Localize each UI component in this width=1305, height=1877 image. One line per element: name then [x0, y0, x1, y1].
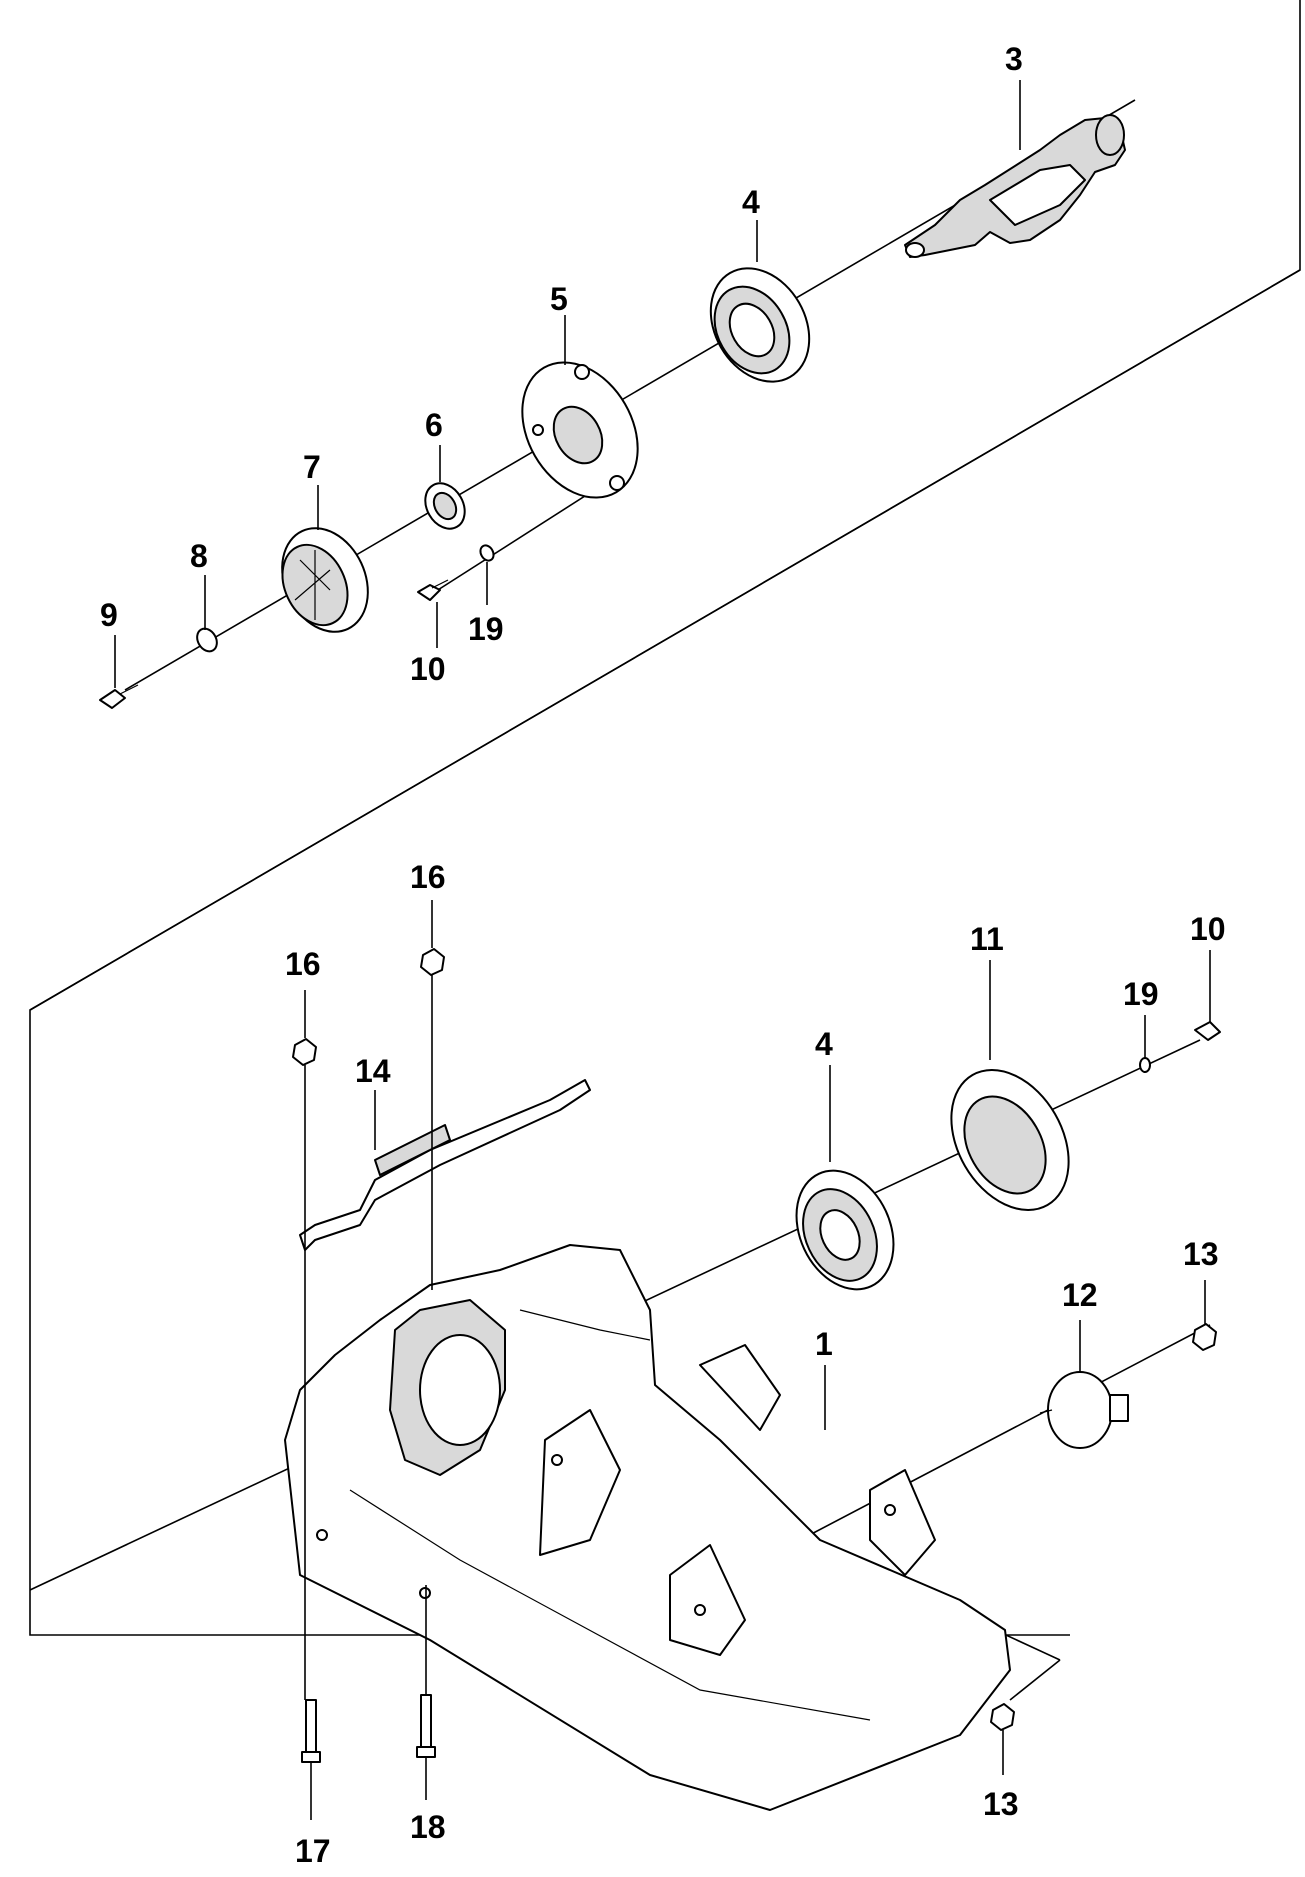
- assembly-frame-top: [29, 269, 1301, 1011]
- callout-11: 11: [970, 921, 1004, 957]
- bolt-18-part: [416, 1694, 436, 1758]
- callout-7: 7: [303, 449, 321, 485]
- mount-axis-line: [799, 1324, 1211, 1541]
- callout-14: 14: [355, 1053, 391, 1089]
- callout-8: 8: [190, 538, 208, 574]
- callout-16-right: 16: [410, 859, 446, 895]
- callout-1: 1: [815, 1326, 833, 1362]
- nut-16-left-part: [292, 1038, 317, 1066]
- seal-ring-part: [424, 482, 466, 530]
- callout-17: 17: [295, 1833, 331, 1869]
- bearing-cover-lower-part: [950, 1069, 1070, 1211]
- callout-4-upper: 4: [742, 184, 760, 220]
- callout-4-lower: 4: [815, 1026, 833, 1062]
- bolt-10-lower-part: [1194, 1021, 1221, 1041]
- eccentric-shaft-part: [904, 114, 1126, 258]
- bearing-upper-part: [709, 267, 811, 383]
- bolt-10-upper-part: [417, 579, 449, 601]
- callout-13-upper: 13: [1183, 1236, 1219, 1272]
- bearing-lower-part: [795, 1169, 895, 1291]
- callout-16-left: 16: [285, 946, 321, 982]
- bearing-cover-part: [521, 361, 639, 499]
- callout-19-lower: 19: [1123, 976, 1159, 1012]
- bracket-strap-part: [299, 1079, 591, 1251]
- rubber-mount-part: [1039, 1371, 1129, 1449]
- upper-axis-line-lower: [429, 479, 611, 596]
- nut-16-right-part: [420, 948, 445, 976]
- mount-lower-line-b: [1009, 1659, 1061, 1701]
- washer-part: [196, 627, 218, 653]
- nut-13-upper-part: [1192, 1323, 1217, 1351]
- callout-13-lower: 13: [983, 1786, 1019, 1822]
- callout-18: 18: [410, 1809, 446, 1845]
- callout-12: 12: [1062, 1277, 1098, 1313]
- washer-19-upper-part: [479, 544, 495, 562]
- callout-10-upper: 10: [410, 651, 446, 687]
- bolt-17-part: [301, 1699, 321, 1763]
- bolt-9-part: [99, 684, 139, 709]
- base-plate-part: [284, 1244, 1011, 1811]
- callout-19-upper: 19: [468, 611, 504, 647]
- washer-19-lower-part: [1139, 1057, 1151, 1073]
- callout-5: 5: [550, 281, 568, 317]
- assembly-frame: [29, 0, 1301, 1636]
- pulley-part: [281, 527, 369, 633]
- callout-6: 6: [425, 407, 443, 443]
- nut-13-lower-part: [990, 1703, 1015, 1731]
- callout-9: 9: [100, 597, 118, 633]
- callout-3: 3: [1005, 41, 1023, 77]
- callout-10-lower: 10: [1190, 911, 1226, 947]
